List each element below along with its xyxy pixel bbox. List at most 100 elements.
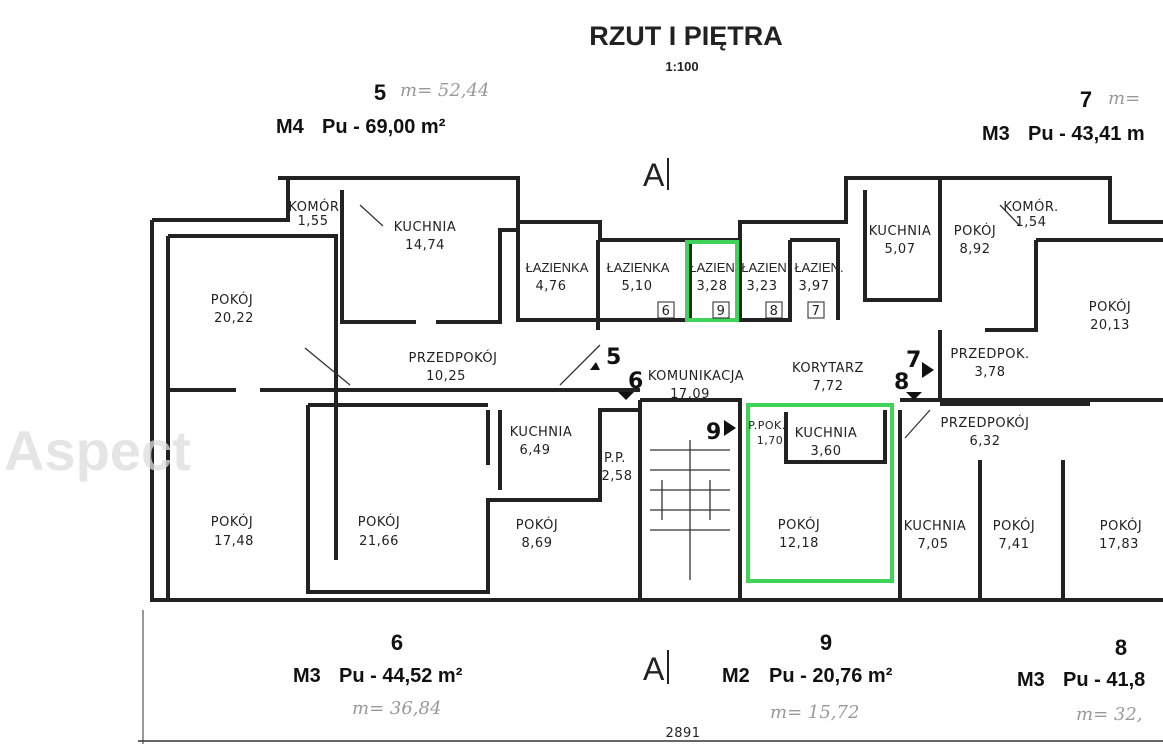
unit-5-label: 5 m= 52,44 M4 Pu - 69,00 m² bbox=[276, 80, 489, 138]
unit-type: M2 bbox=[722, 665, 750, 687]
label-text: 7,72 bbox=[813, 379, 844, 394]
label-text: A bbox=[643, 651, 665, 687]
room: KUCHNIA 5,07 bbox=[869, 224, 932, 257]
dimension-line: 2891 bbox=[138, 610, 1163, 744]
label-text: 8,69 bbox=[522, 536, 553, 551]
unit-type: M4 bbox=[276, 116, 305, 138]
label-text: 4,76 bbox=[536, 279, 567, 294]
label-text: POKÓJ bbox=[778, 517, 820, 533]
unit-number: 6 bbox=[391, 630, 403, 655]
door-markers: 5 6 9 7 8 bbox=[590, 345, 934, 445]
label-text: KUCHNIA bbox=[795, 426, 858, 441]
unit-type: M3 bbox=[293, 665, 321, 687]
section-marker-bottom: A bbox=[643, 650, 669, 687]
label-text: ŁAZIEN bbox=[689, 260, 735, 275]
door-marker-5: 5 bbox=[606, 345, 621, 370]
room: PRZEDPOK. 3,78 bbox=[950, 347, 1029, 380]
room: ŁAZIEN 3,28 bbox=[689, 260, 735, 294]
plan-scale: 1:100 bbox=[665, 59, 698, 74]
room: POKÓJ 12,18 bbox=[778, 517, 820, 551]
label-text: KORYTARZ bbox=[792, 361, 864, 376]
label-text: 12,18 bbox=[779, 536, 819, 551]
room: P.POK. 1,70 bbox=[748, 419, 785, 447]
unit-area: Pu - 41,8 bbox=[1063, 669, 1145, 691]
unit-area: Pu - 69,00 m² bbox=[322, 116, 446, 138]
watermark: Aspect bbox=[4, 419, 191, 482]
label-text: 17,83 bbox=[1099, 537, 1139, 552]
label-text: POKÓJ bbox=[993, 518, 1035, 534]
dimension-value: 2891 bbox=[665, 726, 700, 741]
door-arrow-icon bbox=[618, 392, 634, 400]
label-text: 17,09 bbox=[670, 387, 710, 402]
label-text: 8,92 bbox=[960, 242, 991, 257]
label-text: 1,54 bbox=[1016, 215, 1047, 230]
label-text: 2,58 bbox=[602, 469, 633, 484]
label-text: 20,22 bbox=[214, 311, 254, 326]
door-marker-7: 7 bbox=[906, 348, 921, 373]
label-text: 5,10 bbox=[622, 279, 653, 294]
label-text: ŁAZIEN bbox=[741, 260, 787, 275]
label-text: 9 bbox=[717, 304, 726, 319]
room: KOMÓR.1,54 bbox=[1003, 199, 1058, 230]
label-text: ŁAZIENKA bbox=[526, 260, 589, 275]
label-text: 1,70 bbox=[757, 434, 784, 447]
label-text: P.P. bbox=[604, 451, 626, 466]
plan-title: RZUT I PIĘTRA bbox=[589, 21, 783, 51]
unit-area: Pu - 44,52 m² bbox=[339, 665, 463, 687]
label-text: 6,32 bbox=[970, 434, 1001, 449]
bathroom-tags: 6 9 8 7 bbox=[657, 301, 825, 319]
door-marker-8: 8 bbox=[894, 370, 909, 395]
unit-number: 8 bbox=[1115, 635, 1127, 660]
label-text: KUCHNIA bbox=[869, 224, 932, 239]
label-text: 3,78 bbox=[975, 365, 1006, 380]
room: ŁAZIENKA 5,10 bbox=[607, 260, 670, 294]
door-arrow-icon bbox=[724, 420, 736, 436]
door-arrow-icon bbox=[906, 392, 922, 400]
room: POKÓJ 8,92 bbox=[954, 223, 996, 257]
door-arrow-icon bbox=[590, 362, 600, 370]
label-text: POKÓJ bbox=[211, 292, 253, 308]
room: ŁAZIENKA 4,76 bbox=[526, 260, 589, 294]
label-text: P.POK. bbox=[748, 419, 785, 432]
unit-area: Pu - 20,76 m² bbox=[769, 665, 893, 687]
label-text: 1,55 bbox=[298, 214, 329, 229]
label-text: ŁAZIEN. bbox=[794, 260, 843, 275]
label-text: 7,05 bbox=[918, 537, 949, 552]
door-arrow-icon bbox=[922, 362, 934, 378]
label-text: 20,13 bbox=[1090, 318, 1130, 333]
room: POKÓJ 20,13 bbox=[1089, 299, 1131, 333]
handwritten-note: m= 32, bbox=[1076, 704, 1143, 725]
handwritten-note: m= bbox=[1108, 88, 1140, 109]
handwritten-note: m= 36,84 bbox=[352, 698, 441, 719]
label-text: 3,23 bbox=[747, 279, 778, 294]
label-text: PRZEDPOK. bbox=[950, 347, 1029, 362]
label-text: POKÓJ bbox=[1089, 299, 1131, 315]
unit-6-label: 6 M3 Pu - 44,52 m² m= 36,84 bbox=[293, 630, 463, 719]
label-text: KOMÓR. bbox=[1003, 199, 1058, 215]
label-text: 17,48 bbox=[214, 534, 254, 549]
label-text: 5,07 bbox=[885, 242, 916, 257]
label-text: 7 bbox=[812, 304, 821, 319]
label-text: 3,28 bbox=[697, 279, 728, 294]
unit-8-label: 8 M3 Pu - 41,8 m= 32, bbox=[1017, 635, 1145, 725]
handwritten-note: m= 52,44 bbox=[400, 80, 489, 101]
unit-9-label: 9 M2 Pu - 20,76 m² m= 15,72 bbox=[722, 630, 893, 723]
label-text: A bbox=[643, 157, 665, 193]
label-text: POKÓJ bbox=[516, 517, 558, 533]
label-text: POKÓJ bbox=[954, 223, 996, 239]
unit-number: 7 bbox=[1080, 87, 1092, 112]
door-marker-6: 6 bbox=[628, 369, 643, 394]
label-text: KOMÓR. bbox=[288, 199, 343, 215]
handwritten-note: m= 15,72 bbox=[770, 702, 859, 723]
label-text: 10,25 bbox=[426, 369, 466, 384]
label-text: ŁAZIENKA bbox=[607, 260, 670, 275]
